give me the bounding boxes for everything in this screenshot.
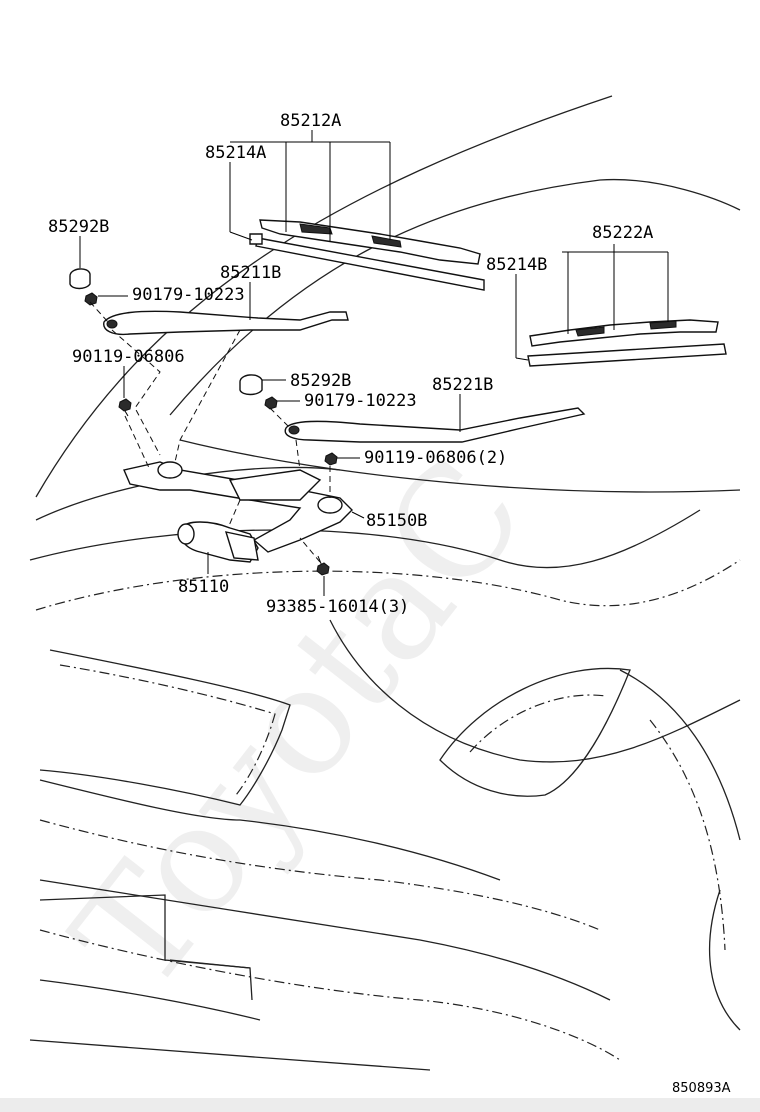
callout-wiper-arm-rear: 85221B [432,375,493,395]
vehicle-body-outline [29,95,741,1071]
leader-lines [79,130,669,596]
wiper-arm-front [103,310,349,336]
callout-wiper-arm-front: 85211B [220,263,281,283]
link-bolt-right-icon [324,452,338,466]
arm-nut-rear-icon [264,396,278,410]
assembly-guide-lines [89,301,331,563]
wiper-arm-rear [284,407,586,443]
arm-cover-rear-icon [239,374,263,396]
figure-id: 850893A [672,1081,731,1096]
callout-labels: 85212A 85214A 85292B 85211B 90179-10223 … [48,111,653,617]
callout-arm-cover-rear: 85292B [290,371,351,391]
callout-motor-bolt: 93385-16014(3) [266,597,409,617]
footer-band [0,1098,760,1112]
wiper-blade-rear [527,319,727,367]
callout-arm-cover-front: 85292B [48,217,109,237]
link-bolt-left-icon [118,398,132,417]
callout-blade-insert-rear: 85214B [486,255,547,275]
callout-link-bolt-left: 90119-06806 [72,347,185,367]
arm-cover-front-icon [69,268,91,290]
wiper-blade-front [249,219,485,291]
callout-arm-nut-rear: 90179-10223 [304,391,417,411]
callout-wiper-blade-rear: 85222A [592,223,653,243]
wiper-motor-icon [177,521,259,563]
callout-wiper-blade-front: 85212A [280,111,341,131]
callout-arm-nut-front: 90179-10223 [132,285,245,305]
wiper-link-assembly [123,461,353,553]
callout-blade-insert-front: 85214A [205,143,266,163]
callout-link-bolt-right: 90119-06806(2) [364,448,507,468]
callout-wiper-link: 85150B [366,511,427,531]
motor-bolt-icon [316,555,330,576]
arm-nut-front-icon [84,292,98,306]
callout-wiper-motor: 85110 [178,577,229,597]
